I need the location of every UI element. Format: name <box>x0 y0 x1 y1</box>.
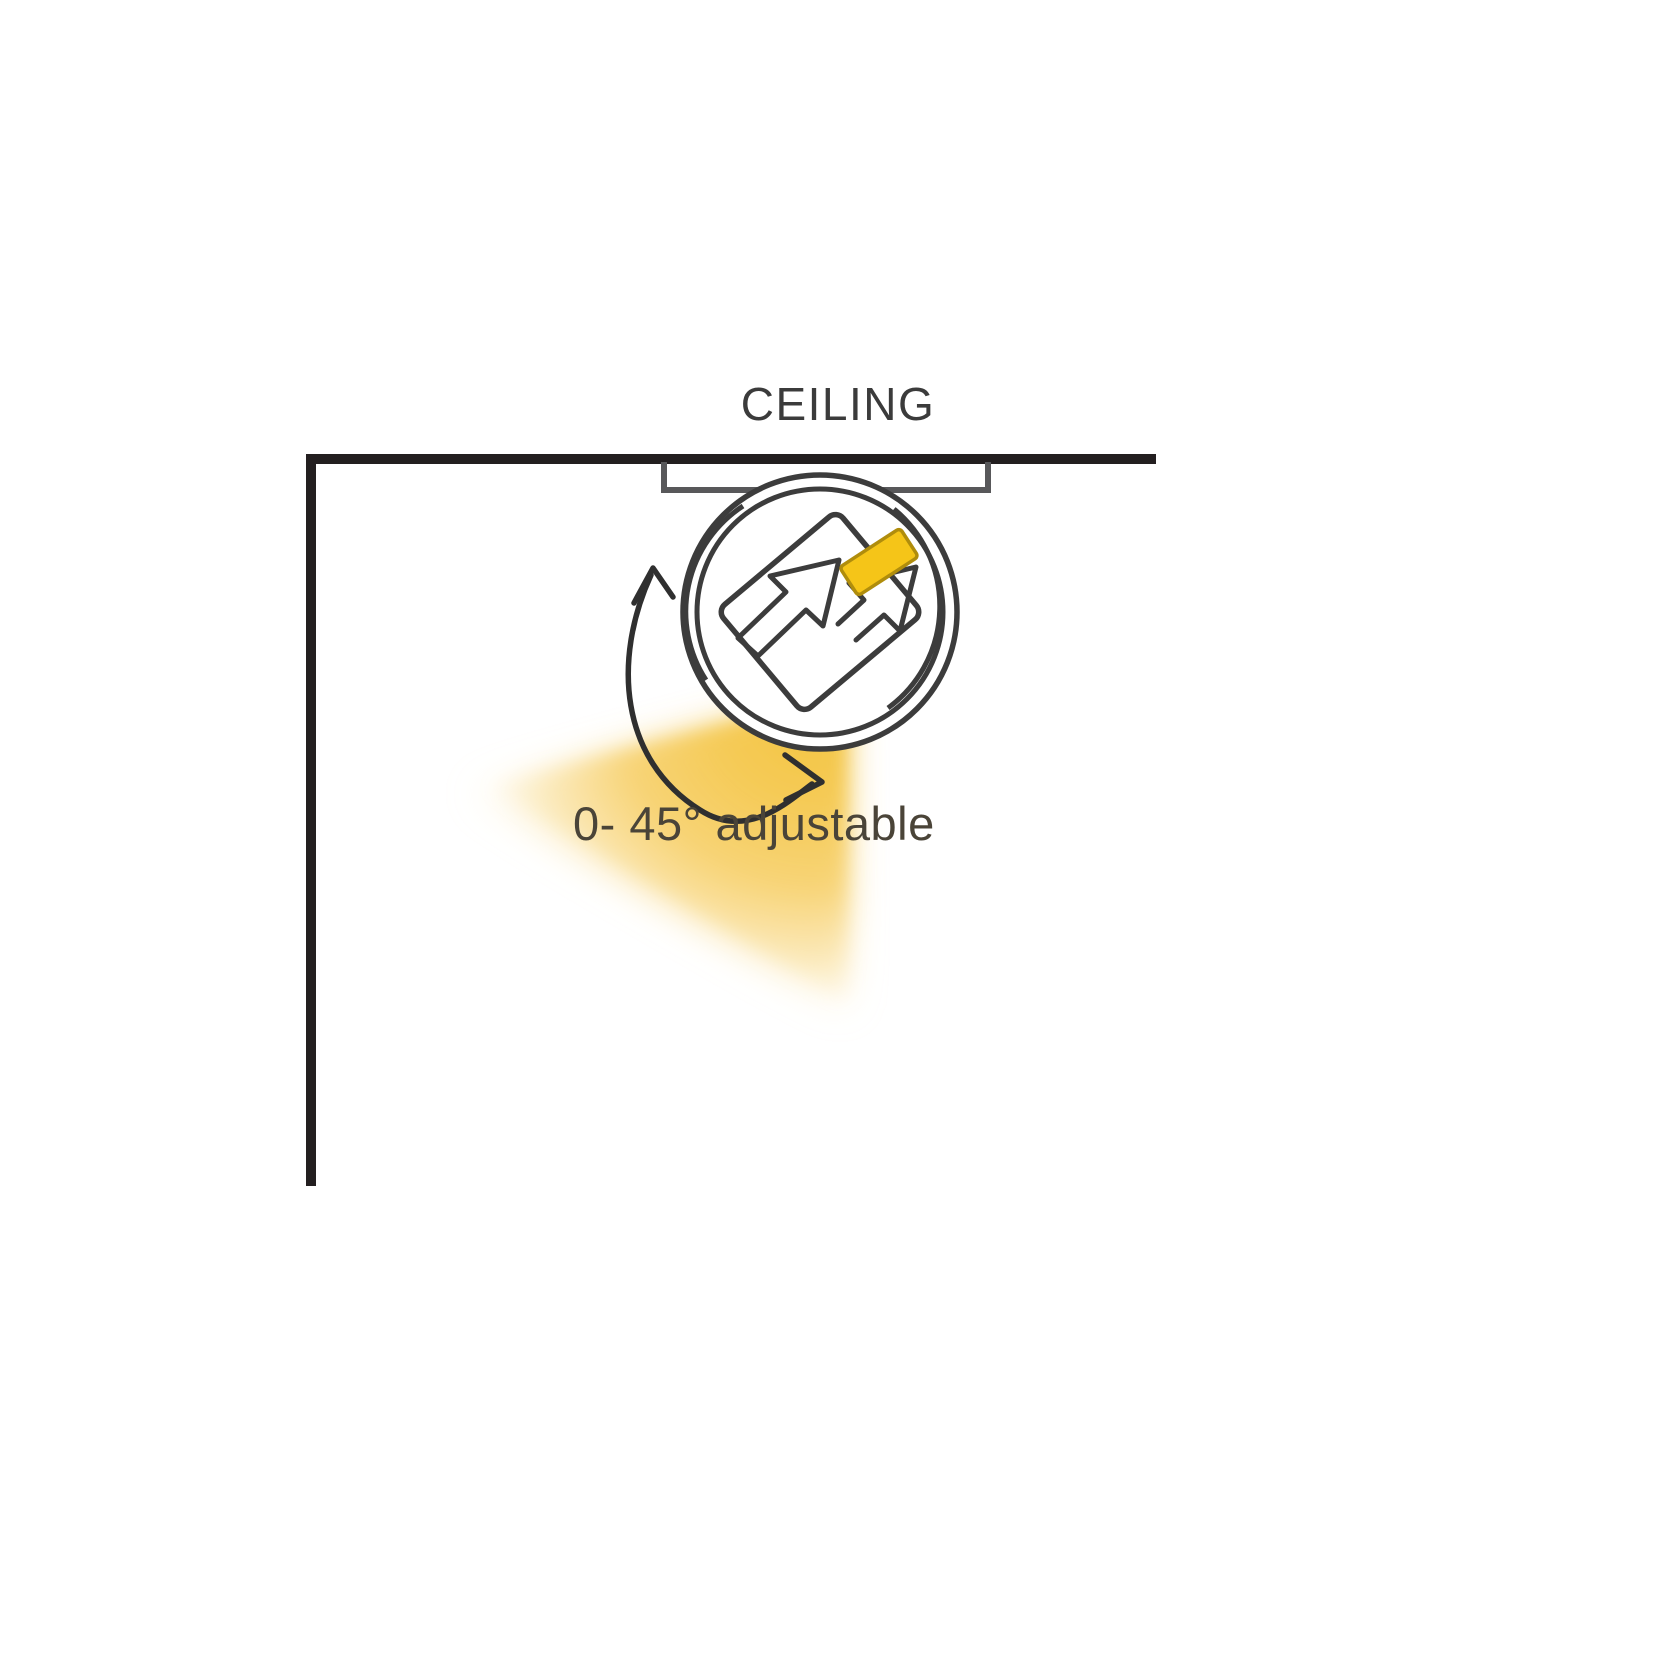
reflector-arrow-upper <box>735 557 842 659</box>
recess-bracket-right <box>856 462 991 493</box>
ceiling-label: CEILING <box>741 378 936 430</box>
spotlight-fixture[interactable] <box>680 472 960 752</box>
rotation-arrow-head-top <box>631 565 676 606</box>
rotation-arrow <box>625 565 825 825</box>
rotation-arrow-arc <box>625 572 815 825</box>
light-beam <box>470 692 848 1012</box>
gimbal-yoke-left <box>683 503 745 682</box>
reflector-arrow-lower <box>835 564 919 643</box>
adjustable-range-label: 0- 45° adjustable <box>573 797 935 850</box>
led-chip <box>839 527 919 597</box>
gimbal-yoke-right <box>886 507 943 711</box>
reflector-detail <box>735 557 919 659</box>
rotation-arrow-head-bottom <box>782 752 825 803</box>
led-chip-body <box>839 527 919 597</box>
light-beam-core <box>492 696 846 1000</box>
